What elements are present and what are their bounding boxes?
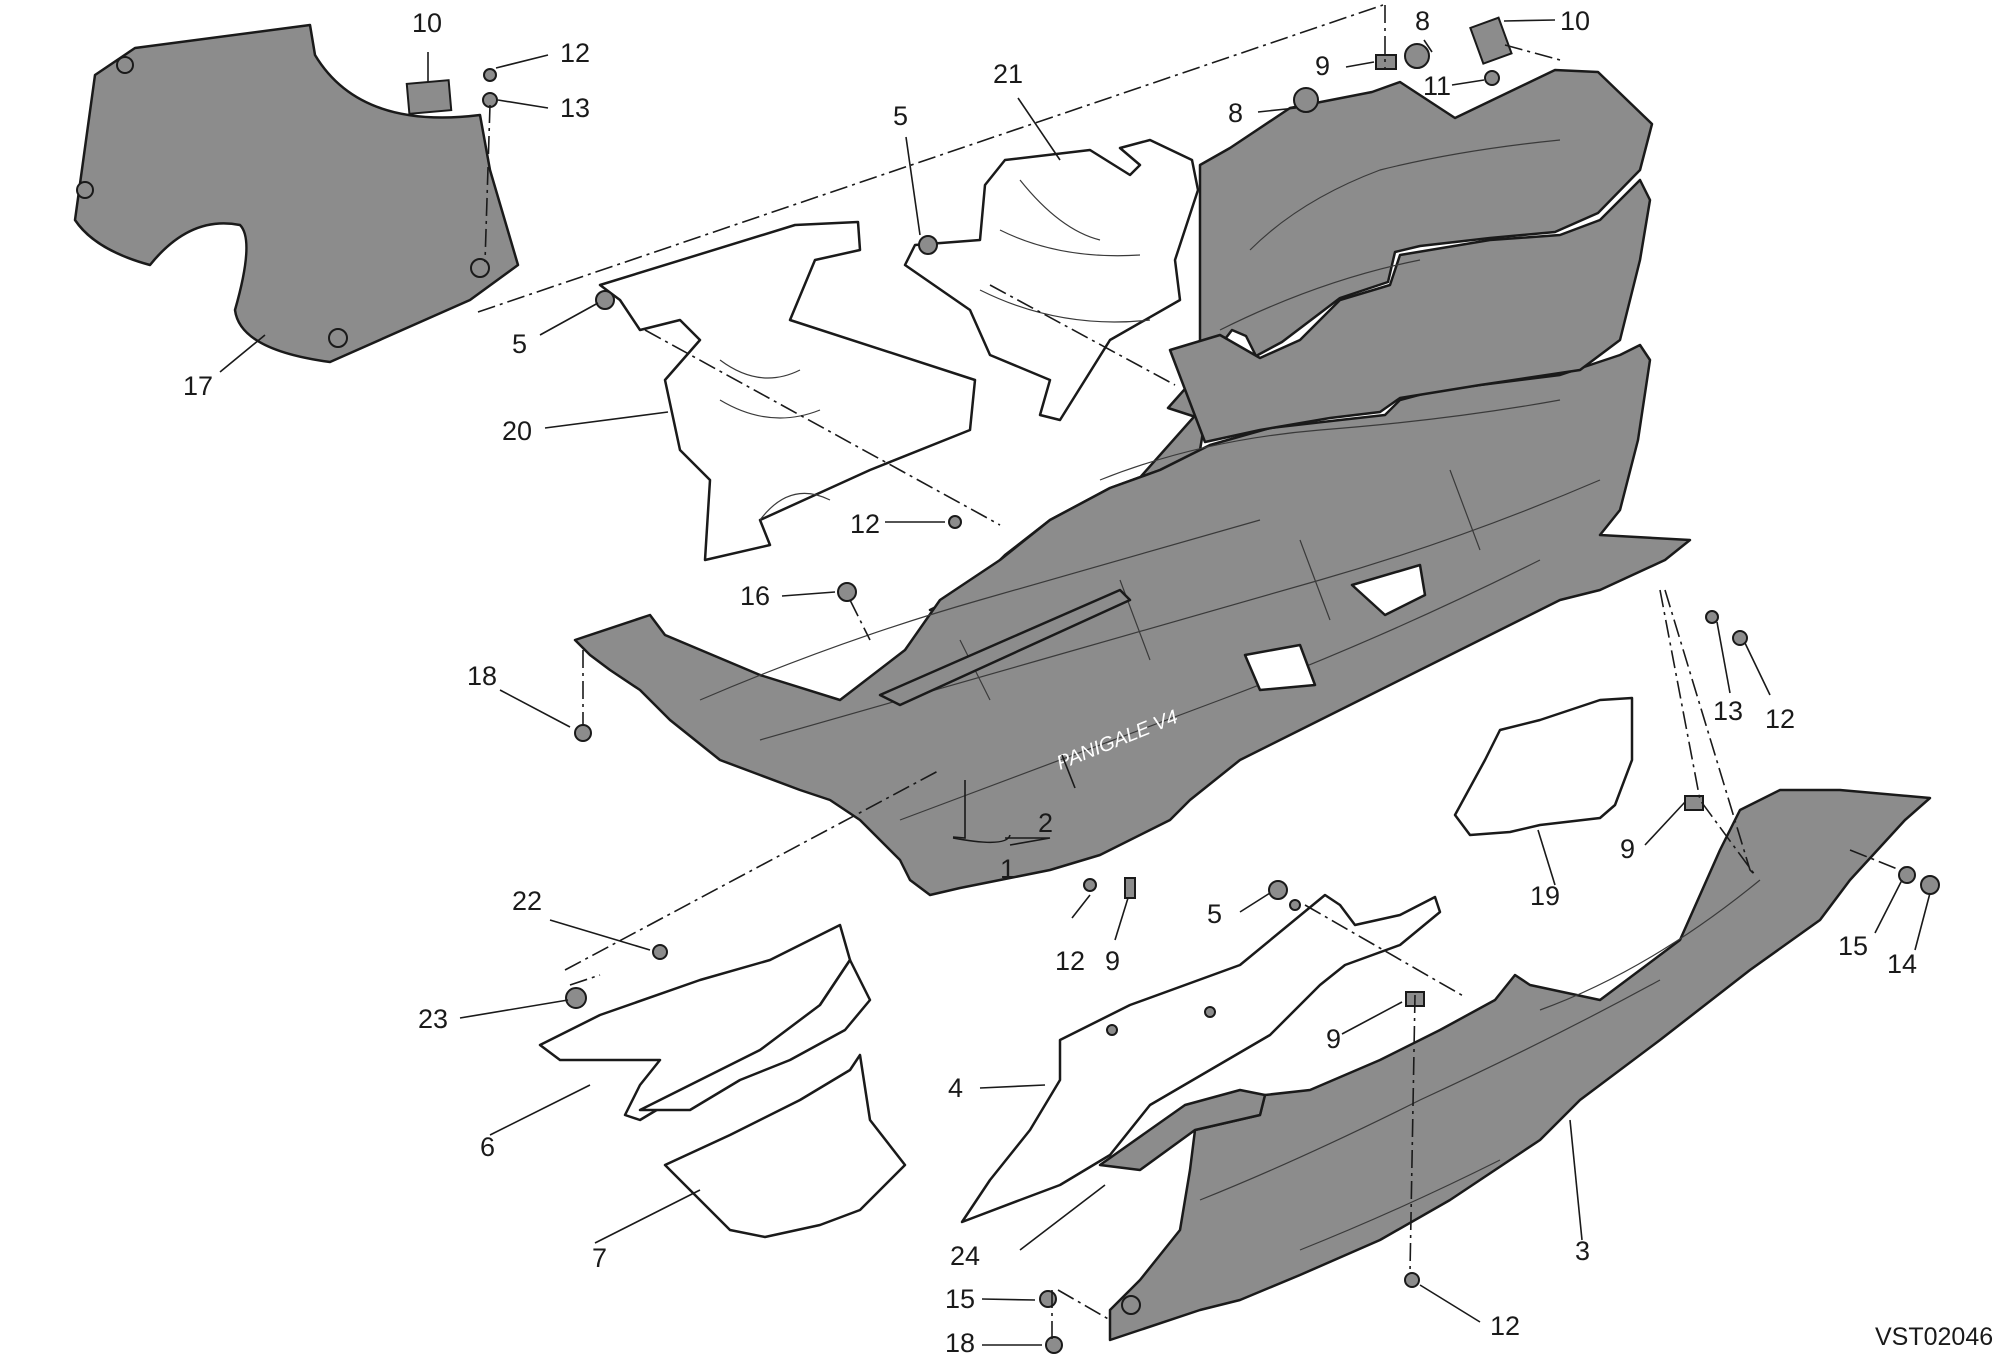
callout-13: 13 <box>560 93 590 123</box>
part-1-main-side-fairing: PANIGALE V4 <box>573 68 1692 897</box>
callout-19: 19 <box>1530 881 1560 911</box>
part-7-lower-deflector <box>663 1053 907 1239</box>
part-12-screw <box>1732 630 1748 646</box>
part-13-washer <box>1705 610 1719 624</box>
callout-23: 23 <box>418 1004 448 1034</box>
callout-18: 18 <box>945 1328 975 1356</box>
callout-9: 9 <box>1326 1024 1341 1054</box>
callout-16: 16 <box>740 581 770 611</box>
callout-5: 5 <box>893 101 908 131</box>
part-15-washer <box>1898 866 1916 884</box>
part-15-washer <box>1039 1290 1057 1308</box>
callout-15: 15 <box>945 1284 975 1314</box>
part-18-screw <box>574 724 592 742</box>
part-6-air-scoop <box>538 923 872 1122</box>
part-5-grommet <box>918 235 938 255</box>
callout-20: 20 <box>502 416 532 446</box>
part-9-clip <box>1124 877 1136 899</box>
callout-9: 9 <box>1315 51 1330 81</box>
callout-3: 3 <box>1575 1236 1590 1266</box>
callout-8: 8 <box>1228 98 1243 128</box>
callout-4: 4 <box>948 1073 963 1103</box>
callout-12: 12 <box>1765 704 1795 734</box>
part-12-screw <box>948 515 962 529</box>
part-21-inner-panel <box>903 138 1200 422</box>
callout-6: 6 <box>480 1132 495 1162</box>
callout-12: 12 <box>1055 946 1085 976</box>
part-12-screw <box>1404 1272 1420 1288</box>
part-9-clip <box>1684 795 1704 811</box>
callout-7: 7 <box>592 1243 607 1273</box>
part-10-adhesive-pad <box>1469 16 1513 65</box>
part-18-screw <box>1045 1336 1063 1354</box>
part-11-nut <box>1484 70 1500 86</box>
callout-14: 14 <box>1887 949 1917 979</box>
callout-5: 5 <box>1207 899 1222 929</box>
callout-11: 11 <box>1423 71 1451 101</box>
part-22-screw <box>652 944 668 960</box>
part-4-inner-heat-panel <box>960 893 1442 1224</box>
callout-18: 18 <box>467 661 497 691</box>
leader-lines <box>219 19 1931 1346</box>
part-17-side-panel <box>73 23 520 364</box>
part-8-grommet <box>1404 43 1430 69</box>
callout-8: 8 <box>1415 6 1430 36</box>
callout-13: 13 <box>1713 696 1743 726</box>
callout-5: 5 <box>512 329 527 359</box>
part-5-grommet <box>1268 880 1288 900</box>
part-9-clip <box>1375 54 1397 70</box>
part-5-grommet <box>595 290 615 310</box>
part-12-screw <box>483 68 497 82</box>
part-20-inner-cover <box>598 220 977 562</box>
reference-code: VST02046 <box>1875 1323 1993 1351</box>
part-8-grommet <box>1293 87 1319 113</box>
part-13-washer <box>482 92 498 108</box>
part-12-screw <box>1083 878 1097 892</box>
callout-2: 2 <box>1038 808 1053 838</box>
part-3-lower-belly-pan <box>1108 788 1932 1342</box>
part-16-nut <box>837 582 857 602</box>
callout-labels: 10 12 13 17 5 20 5 21 8 9 8 10 11 12 16 … <box>183 6 1917 1356</box>
part-14-screw <box>1920 875 1940 895</box>
callout-24: 24 <box>950 1241 980 1271</box>
part-10-adhesive-pad <box>405 79 453 115</box>
callout-21: 21 <box>993 59 1023 89</box>
assembly-lines <box>477 4 1901 1340</box>
callout-9: 9 <box>1620 834 1635 864</box>
callout-10: 10 <box>1560 6 1590 36</box>
callout-1: 1 <box>1000 854 1015 884</box>
fastener-hardware <box>405 16 1940 1354</box>
part-19-plate <box>1453 696 1634 837</box>
callout-12: 12 <box>1490 1311 1520 1341</box>
callout-17: 17 <box>183 371 213 401</box>
callout-15: 15 <box>1838 931 1868 961</box>
callout-12: 12 <box>850 509 880 539</box>
callout-22: 22 <box>512 886 542 916</box>
callout-10: 10 <box>412 8 442 38</box>
callout-9: 9 <box>1105 946 1120 976</box>
part-23-washer <box>565 987 587 1009</box>
callout-12: 12 <box>560 38 590 68</box>
